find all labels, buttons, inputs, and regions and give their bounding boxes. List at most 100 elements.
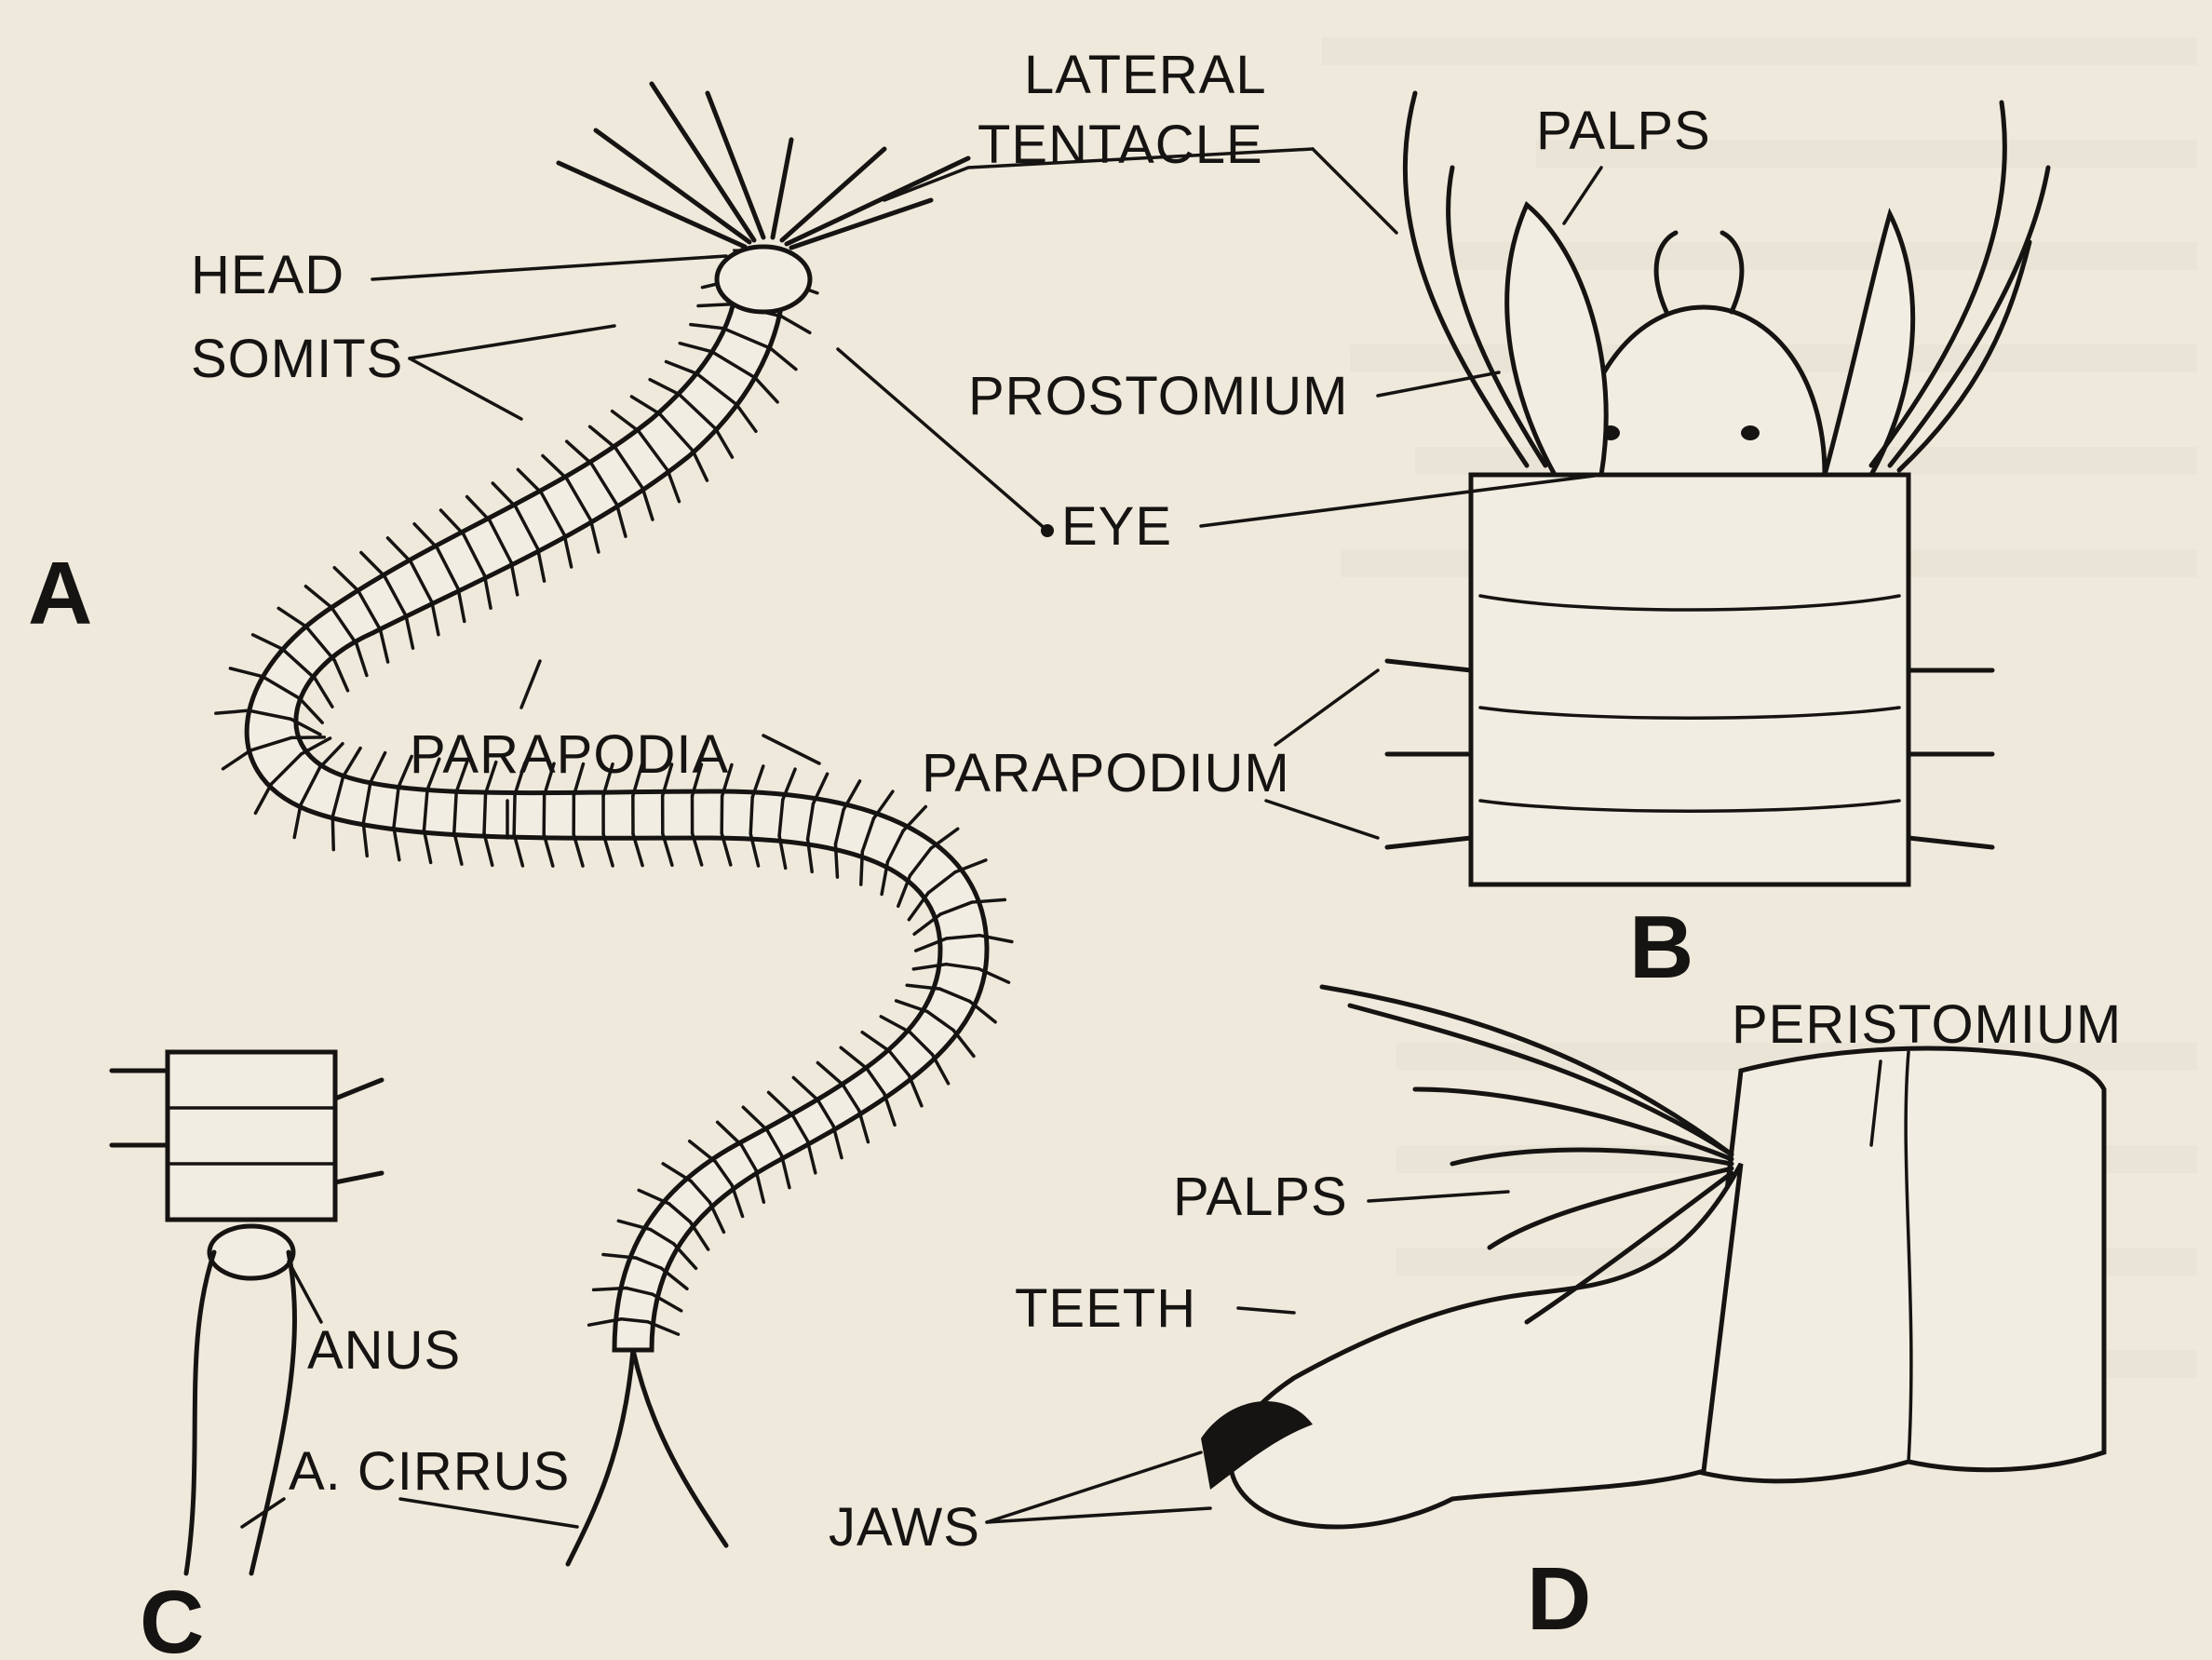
label-palps-d: PALPS — [1173, 1167, 1348, 1227]
parapodium-spike — [511, 562, 518, 595]
parapodium-spike — [253, 635, 283, 649]
parapodium-spike — [305, 587, 330, 607]
label-somits: SOMITS — [191, 329, 403, 389]
parapodium-spike — [709, 1202, 723, 1232]
parapodium-spike — [933, 1055, 949, 1084]
parapodium-spike — [631, 397, 659, 414]
parapodium-spike — [361, 552, 384, 575]
label-head: HEAD — [191, 245, 344, 305]
parapodium-spike — [884, 1094, 895, 1126]
parapodium-spike — [698, 304, 731, 306]
parapodium-spike — [432, 602, 438, 635]
parapodium-spike — [518, 469, 541, 493]
parapodium-spike — [897, 1001, 927, 1012]
parapodium-spike — [881, 1017, 910, 1032]
parapodium-spike — [564, 534, 572, 567]
parapodium-spike — [667, 361, 697, 373]
parapodium-spike — [650, 380, 680, 395]
parapodium-spike — [781, 317, 810, 333]
parapodium-spike — [458, 589, 465, 622]
parapodium-spike — [357, 644, 367, 676]
parapodium-spike — [718, 1122, 742, 1144]
parapodium-spike — [617, 505, 626, 536]
parapodium-spike — [230, 668, 262, 677]
label-anus: ANUS — [307, 1320, 461, 1381]
label-palps-b: PALPS — [1536, 101, 1711, 161]
label-peristomium: PERISTOMIUM — [1732, 994, 2122, 1055]
label-prostomium: PROSTOMIUM — [968, 366, 1349, 426]
parapodium-spike — [817, 1063, 843, 1085]
parapodium-spike — [782, 1155, 789, 1187]
parapodium-spike — [613, 412, 639, 431]
body-segment-ring — [454, 792, 456, 832]
parapodium-spike — [862, 1032, 889, 1051]
parapodium-spike — [590, 520, 598, 552]
parapodium-spike — [674, 1244, 696, 1268]
parapodium-spike — [334, 660, 347, 690]
parapodium-spike — [543, 456, 567, 479]
parapodium-spike — [223, 750, 250, 769]
parapodium-spike — [756, 1170, 763, 1202]
parapodium-spike — [315, 679, 331, 707]
parapodium-spike — [485, 575, 492, 608]
parapodium-spike — [302, 738, 330, 754]
parapodium-spike — [755, 378, 777, 402]
parapodium-spike — [406, 616, 412, 649]
parapodium-spike — [931, 829, 958, 848]
parapodium-spike — [841, 1047, 867, 1068]
parapodium-spike — [381, 630, 388, 663]
panel-label-a: A — [28, 544, 92, 643]
parapodium-spike — [690, 1221, 708, 1249]
parapodium-spike — [334, 568, 357, 591]
parapodium-spike — [291, 737, 324, 738]
label-eye: EYE — [1061, 496, 1172, 557]
parapodium-spike — [691, 325, 723, 329]
parapodium-spike — [371, 753, 385, 783]
parapodium-spike — [642, 488, 653, 520]
parapodium-spike — [736, 404, 756, 431]
parapodium-spike — [793, 1077, 817, 1100]
parapodium-spike — [388, 538, 411, 561]
label-parapodia: PARAPODIA — [410, 724, 729, 785]
parapodium-spike — [567, 441, 591, 464]
panel-label-b: B — [1629, 897, 1693, 997]
parapodium-spike — [663, 1164, 691, 1181]
parapodium-spike — [668, 470, 679, 501]
parapodium-spike — [769, 1092, 793, 1114]
parapodium-spike — [394, 828, 399, 860]
parapodium-spike — [300, 698, 322, 722]
parapodium-spike — [363, 823, 367, 856]
parapodium-spike — [440, 510, 463, 534]
body-segment-ring — [750, 797, 752, 833]
panel-label-d: D — [1527, 1549, 1591, 1649]
parapodium-spike — [732, 1185, 742, 1217]
parapodium-spike — [320, 744, 343, 768]
parapodium-spike — [344, 749, 360, 776]
parapodium-spike — [467, 496, 490, 520]
parapodium-spike — [294, 805, 301, 838]
parapodium-spike — [332, 817, 333, 849]
label-parapodium: PARAPODIUM — [922, 743, 1290, 803]
parapodium-spike — [807, 1140, 815, 1172]
parapodium-spike — [639, 1190, 668, 1203]
parapodium-spike — [278, 608, 306, 627]
parapodium-spike — [492, 483, 516, 506]
label-teeth: TEETH — [1015, 1278, 1196, 1339]
parapodium-spike — [594, 1289, 627, 1290]
parapodium-spike — [903, 806, 925, 830]
parapodium-spike — [538, 548, 545, 581]
parapodium-spike — [743, 1107, 767, 1129]
parapodium-spike — [216, 710, 249, 713]
parapodium-spike — [835, 844, 837, 877]
parapodium-spike — [690, 1141, 716, 1162]
parapodium-spike — [861, 852, 863, 884]
label-jaws: JAWS — [829, 1497, 980, 1558]
parapodium-spike — [693, 451, 707, 480]
parapodium-spike — [859, 1111, 869, 1142]
parapodium-spike — [590, 426, 615, 448]
parapodium-spike — [414, 524, 437, 548]
parapodium-spike — [953, 1031, 974, 1057]
label-lateral-tentacle-line1: LATERAL — [1024, 45, 1267, 105]
parapodium-spike — [716, 429, 733, 458]
